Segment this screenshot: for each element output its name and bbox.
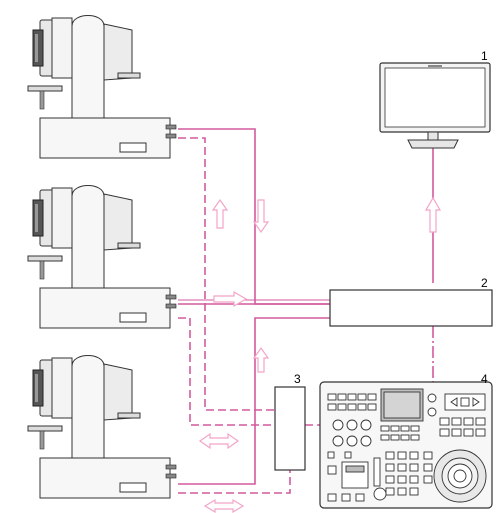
ptz-camera-1 [27,15,177,159]
arrow-up-icon [211,198,229,229]
network-cables [178,137,320,494]
controller-label: 4 [481,372,488,386]
bidirectional-arrow-icon [203,498,245,513]
signal-arrows [198,196,442,513]
monitor-label: 1 [481,49,488,63]
ptz-camera-2 [27,185,177,329]
arrow-down-icon [252,199,270,234]
arrow-up-icon [252,346,270,373]
hub-label: 3 [294,372,301,386]
arrow-up-icon [424,196,442,233]
ptz-camera-3 [27,355,177,499]
switcher-label: 2 [481,276,488,290]
remote-controller [319,381,493,509]
network-hub [274,386,306,471]
monitor [379,62,491,149]
bidirectional-arrow-icon [198,432,240,450]
video-switcher [329,289,493,327]
arrow-right-icon [213,290,248,308]
